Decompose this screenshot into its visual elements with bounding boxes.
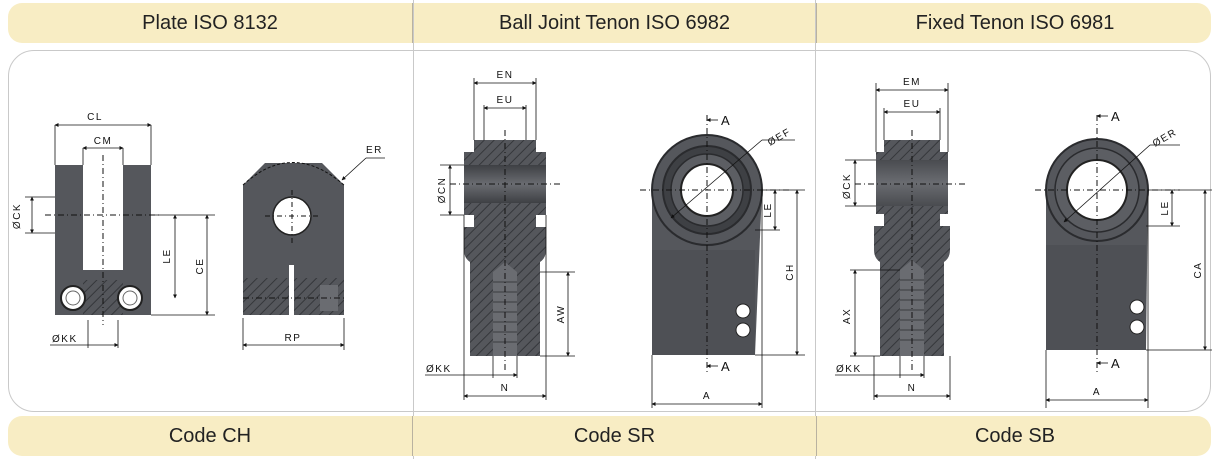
label-ef: ØEF [766,127,793,149]
fixed-tenon-section-dimensions [835,83,951,400]
label-n-2: N [908,383,917,394]
header-ball-joint-tenon: Ball Joint Tenon ISO 6982 [412,3,816,43]
code-sr: Code SR [412,416,816,456]
plate-dimensions [25,123,215,348]
label-ch: CH [785,263,796,280]
plate-side-view [242,162,345,315]
header-band: Plate ISO 8132 Ball Joint Tenon ISO 6982… [8,3,1211,43]
label-okk-3: ØKK [836,364,862,375]
section-mark-a-bottom-2: A [1111,356,1120,371]
label-le-3: LE [1160,200,1171,215]
fixed-tenon-section-view [855,130,965,370]
section-mark-a-bottom: A [721,359,730,374]
fixed-tenon-side-view [1035,115,1180,372]
label-er: ER [366,145,383,156]
label-okk-2: ØKK [426,364,452,375]
label-n: N [501,383,510,394]
label-em: EM [903,77,921,88]
column-divider [815,0,816,459]
label-ce: CE [195,258,206,275]
section-mark-a-top-2: A [1111,109,1120,124]
plate-side-dimensions [242,157,385,350]
header-plate-iso-8132: Plate ISO 8132 [142,11,278,34]
label-eu: EU [497,95,514,106]
label-eu-2: EU [904,99,921,110]
ball-joint-section-view [450,130,560,370]
column-divider [413,0,414,459]
label-ax: AX [842,308,853,324]
label-oer: ØER [1151,127,1179,150]
label-cm: CM [94,136,113,147]
ball-joint-section-dimensions [425,78,575,400]
footer-band: Code CH Code SR Code SB [8,416,1211,456]
header-fixed-tenon: Fixed Tenon ISO 6981 [816,3,1213,43]
label-ca: CA [1193,262,1204,279]
label-ocn: ØCN [437,177,448,204]
section-mark-a-top: A [721,113,730,128]
label-ock-2: ØCK [842,173,853,199]
plate-front-view [45,155,160,325]
label-okk: ØKK [52,334,78,345]
label-le: LE [162,248,173,263]
label-ock: ØCK [12,203,23,229]
ball-joint-side-dimensions [651,118,805,408]
code-ch: Code CH [168,424,252,447]
label-a-2: A [1093,387,1101,398]
code-sb: Code SB [816,416,1213,456]
label-rp: RP [285,333,302,344]
label-aw: AW [556,305,567,324]
fixed-tenon-side-dimensions [1045,114,1212,408]
label-cl: CL [87,112,103,123]
label-en: EN [497,70,514,81]
ball-joint-side-view [640,115,790,375]
label-a: A [703,391,711,402]
label-le-2: LE [763,202,774,217]
